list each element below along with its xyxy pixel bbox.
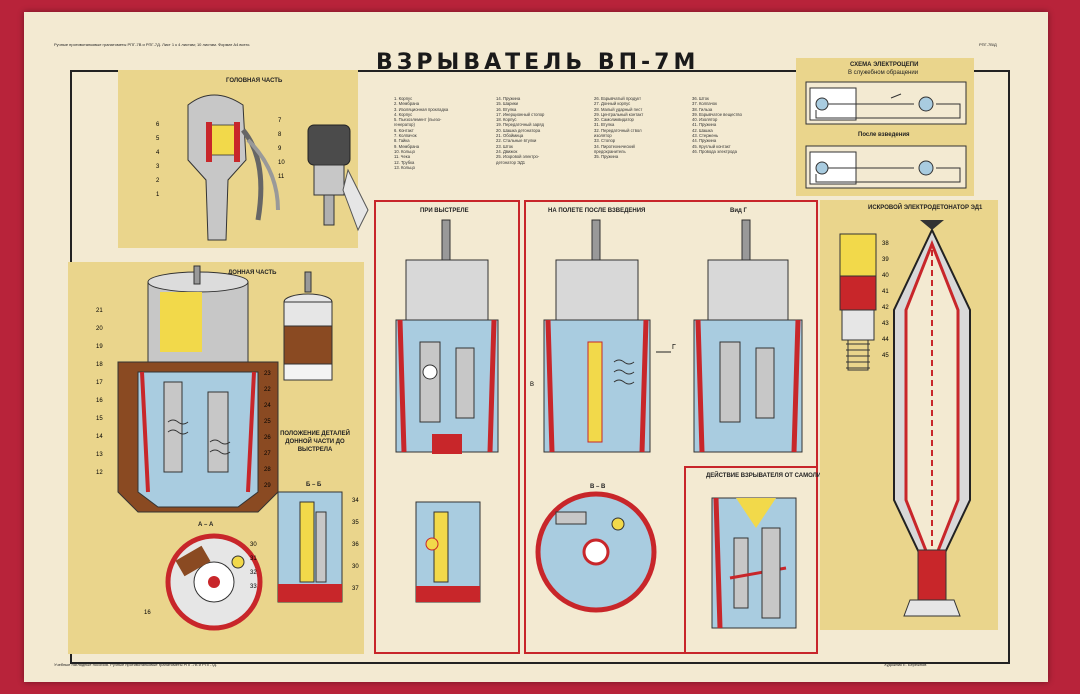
circuit-title: СХЕМА ЭЛЕКТРОЦЕПИ: [850, 62, 919, 68]
poster-sheet: Ручные противотанковые гранатометы РПГ-7…: [24, 12, 1048, 682]
self-destruct-label: ДЕЙСТВИЕ ВЗРЫВАТЕЛЯ ОТ САМОЛИКВИДАТОРА: [706, 473, 858, 479]
spark-title: ИСКРОВОЙ ЭЛЕКТРОДЕТОНАТОР ЭД1: [868, 205, 983, 211]
circuit-diagrams: [805, 81, 967, 189]
in-flight-drawing: [535, 219, 803, 613]
header-left-note: Ручные противотанковые гранатометы РПГ-7…: [54, 42, 251, 47]
section-bb-label: Б – Б: [306, 482, 322, 488]
head-part-drawing: [187, 94, 369, 241]
circuit-state-2: После взведения: [858, 132, 910, 138]
section-vv-label: В – В: [590, 484, 606, 490]
section-bb-drawing: [277, 491, 343, 603]
circuit-state-1: В служебном обращении: [848, 70, 919, 76]
bottom-cap-drawing: [283, 271, 333, 381]
self-destruct-drawing: [711, 497, 797, 629]
arrow-v-label: В: [530, 382, 535, 388]
on-shot-box: ПРИ ВЫСТРЕЛЕ: [374, 200, 520, 654]
bottom-part-drawing: [117, 265, 279, 631]
self-destruct-box: ДЕЙСТВИЕ ВЗРЫВАТЕЛЯ ОТ САМОЛИКВИДАТОРА: [684, 466, 858, 654]
position-title: ПОЛОЖЕНИЕ ДЕТАЛЕЙ ДОННОЙ ЧАСТИ ДО ВЫСТРЕ…: [280, 431, 350, 453]
circuit-panel: СХЕМА ЭЛЕКТРОЦЕПИ В служебном обращении …: [796, 58, 974, 196]
on-shot-label: ПРИ ВЫСТРЕЛЕ: [420, 208, 469, 214]
bottom-part-label: ДОННАЯ ЧАСТЬ: [228, 270, 277, 276]
header-right-note: РПГ-7В/Д: [979, 42, 997, 47]
on-shot-drawing: [395, 219, 499, 603]
spark-detonator-drawing: [839, 220, 971, 617]
section-aa-number-16: 16: [144, 610, 151, 616]
view-g-label: Вид Г: [730, 208, 747, 214]
arrow-g-label: Г: [672, 344, 676, 351]
footer-left-note: Учебные наглядные пособия. Ручные против…: [54, 662, 218, 667]
poster-title: ВЗРЫВАТЕЛЬ ВП-7М: [376, 50, 700, 75]
head-part-label: ГОЛОВНАЯ ЧАСТЬ: [226, 78, 283, 84]
section-aa-label: А – А: [198, 522, 214, 528]
footer-right-note: Художник Е. Бережнов: [884, 662, 927, 667]
in-flight-label: НА ПОЛЕТЕ ПОСЛЕ ВЗВЕДЕНИЯ: [548, 208, 646, 214]
in-flight-box: НА ПОЛЕТЕ ПОСЛЕ ВЗВЕДЕНИЯ Вид Г В – В: [524, 200, 818, 654]
